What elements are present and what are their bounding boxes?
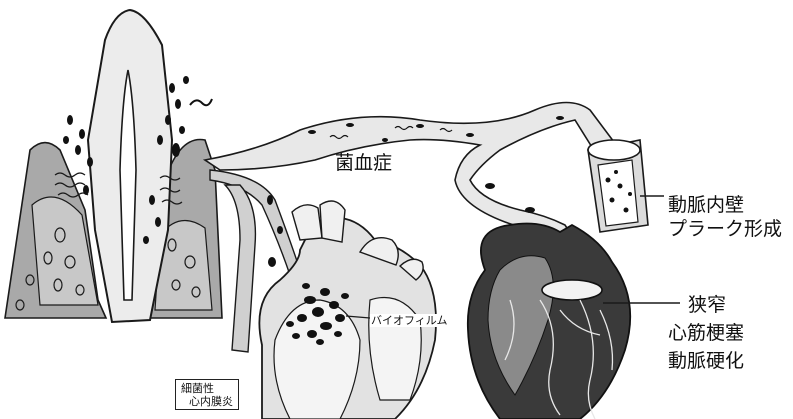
tooth-illustration (5, 10, 222, 322)
label-plaque-line1: 動脈内壁 (668, 193, 782, 217)
blood-vessel (205, 103, 620, 241)
label-myocardial-infarction: 心筋梗塞 (668, 321, 744, 345)
vessel-tube (205, 103, 620, 241)
heart-illustration (468, 224, 680, 419)
label-plaque-line2: プラーク形成 (668, 217, 782, 241)
artery-cross-section (588, 140, 664, 232)
label-bacteremia: 菌血症 (335, 151, 392, 175)
bone-inner-left (32, 197, 98, 305)
label-endocarditis-line2: 心内膜炎 (181, 395, 233, 408)
heart-cross-section (210, 170, 436, 419)
label-stenosis: 狭窄 (688, 293, 726, 317)
label-biofilm: バイオフィルム (370, 314, 449, 327)
label-bacterial-endocarditis: 細菌性 心内膜炎 (175, 379, 239, 410)
label-arteriosclerosis: 動脈硬化 (668, 349, 744, 373)
label-endocarditis-line1: 細菌性 (181, 382, 233, 395)
label-plaque-formation: 動脈内壁 プラーク形成 (668, 193, 782, 241)
